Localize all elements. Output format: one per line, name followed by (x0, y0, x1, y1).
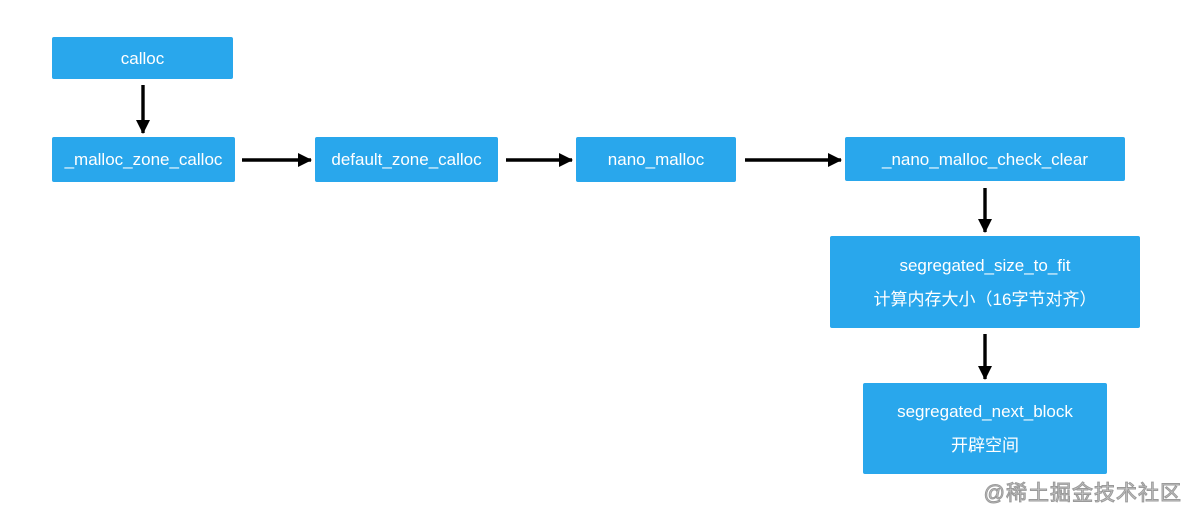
node-malloc-zone-calloc-label: _malloc_zone_calloc (64, 150, 223, 169)
node-malloc-zone-calloc: _malloc_zone_calloc (52, 137, 235, 182)
node-default-zone-calloc-label: default_zone_calloc (331, 150, 482, 169)
node-default-zone-calloc: default_zone_calloc (315, 137, 498, 182)
node-nano-malloc-check-clear: _nano_malloc_check_clear (845, 137, 1125, 181)
node-segregated-next-block-label: segregated_next_block (897, 402, 1073, 421)
node-segregated-size-to-fit-sublabel: 计算内存大小（16字节对齐） (873, 289, 1097, 309)
node-calloc-label: calloc (120, 48, 165, 68)
watermark: @稀土掘金技术社区 (983, 482, 1182, 506)
node-segregated-next-block: segregated_next_block 开辟空间 (863, 383, 1107, 474)
node-nano-malloc-check-clear-label: _nano_malloc_check_clear (881, 149, 1089, 169)
node-segregated-size-to-fit: segregated_size_to_fit 计算内存大小（16字节对齐） (830, 236, 1140, 328)
node-segregated-next-block-sublabel: 开辟空间 (951, 436, 1019, 455)
node-segregated-size-to-fit-label: segregated_size_to_fit (899, 255, 1071, 275)
node-nano-malloc-label: nano_malloc (607, 150, 705, 169)
node-calloc: calloc (52, 37, 233, 79)
node-nano-malloc: nano_malloc (576, 137, 736, 182)
